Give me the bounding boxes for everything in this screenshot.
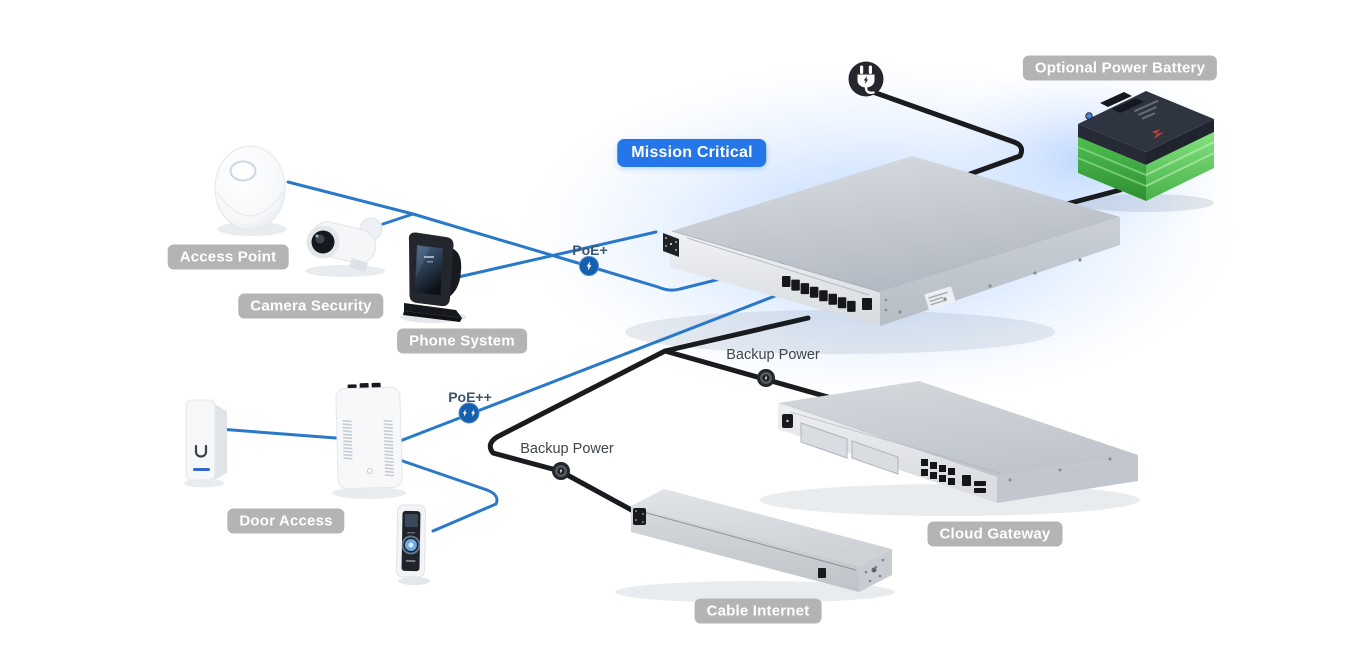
cable-internet-badge: Cable Internet bbox=[694, 598, 822, 624]
link-camera-to-trunk bbox=[381, 212, 415, 226]
power-plug-icon bbox=[848, 61, 884, 97]
cable-backup-to-cable-internet bbox=[487, 315, 811, 516]
security-camera-device bbox=[306, 217, 383, 272]
switch-sticker bbox=[924, 286, 956, 310]
connection-markers bbox=[458, 61, 884, 480]
cable-internet-device bbox=[631, 489, 892, 592]
switch-device bbox=[663, 156, 1120, 326]
link-phone-to-switch bbox=[452, 230, 658, 280]
backup-power-lower-label: Backup Power bbox=[520, 441, 614, 457]
camera-security-badge: Camera Security bbox=[238, 293, 384, 319]
battery-device bbox=[1077, 91, 1215, 201]
door-access-badge: Door Access bbox=[227, 508, 345, 534]
poe-plus-label: PoE+ bbox=[572, 242, 608, 258]
link-reader-to-hub bbox=[217, 427, 338, 440]
access-point-badge: Access Point bbox=[167, 244, 289, 270]
door-hub-device bbox=[335, 382, 403, 490]
backup-power-upper-label: Backup Power bbox=[726, 347, 820, 363]
poe-plus-plus-label: PoE++ bbox=[448, 389, 492, 405]
link-access-point-to-switch bbox=[286, 180, 794, 292]
switch-ethernet-ports bbox=[782, 276, 872, 312]
door-reader-device bbox=[185, 399, 227, 481]
access-point-device bbox=[214, 145, 286, 231]
mission-critical-badge: Mission Critical bbox=[617, 139, 767, 167]
cloud-gateway-device bbox=[778, 381, 1138, 503]
cable-backup-to-cloud-gateway bbox=[662, 348, 831, 400]
backup-power-connector-upper bbox=[757, 369, 775, 387]
gateway-ports bbox=[921, 459, 986, 493]
poe-plus-marker bbox=[579, 256, 599, 276]
cable-plug-to-switch bbox=[870, 89, 1024, 177]
phone-system-badge: Phone System bbox=[397, 328, 527, 354]
phone-device bbox=[403, 232, 462, 322]
link-hub-to-doorbell bbox=[389, 455, 499, 533]
optional-power-battery-badge: Optional Power Battery bbox=[1022, 55, 1218, 81]
doorbell-device bbox=[395, 504, 427, 578]
backup-power-connector-lower bbox=[552, 462, 570, 480]
cloud-gateway-badge: Cloud Gateway bbox=[927, 521, 1063, 547]
poe-plus-plus-marker bbox=[458, 402, 480, 424]
